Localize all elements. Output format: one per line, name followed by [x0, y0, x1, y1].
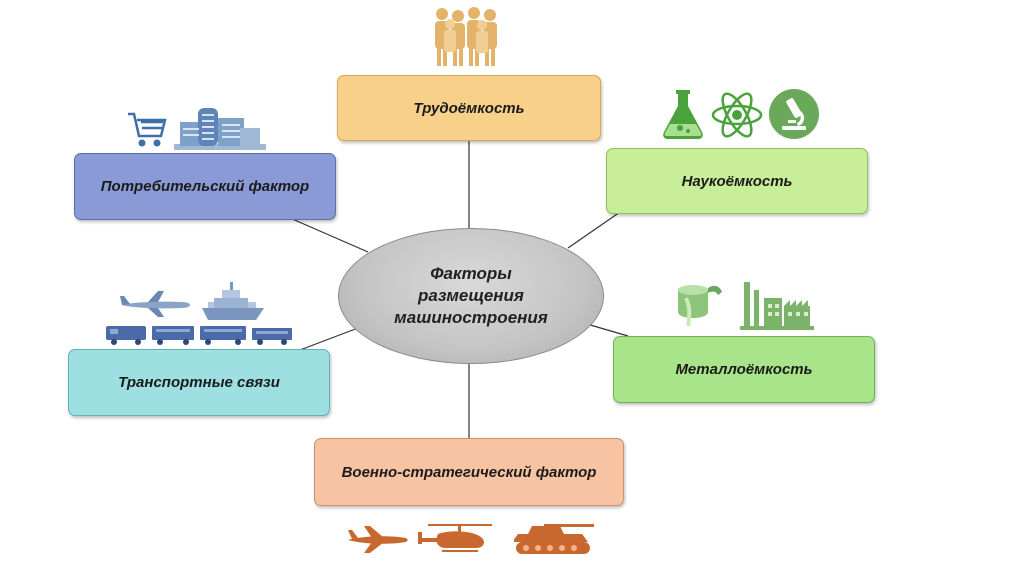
- factor-label-transport: Транспортные связи: [118, 374, 280, 391]
- central-node: Факторы размещения машиностроения: [338, 228, 604, 364]
- central-title-line2: размещения: [418, 286, 524, 305]
- factor-label-science: Наукоёмкость: [681, 172, 793, 190]
- flask-icon: [663, 90, 703, 139]
- factory-icon: [740, 282, 814, 330]
- building-icon: [174, 108, 266, 150]
- factor-label-metal: Металлоёмкость: [675, 361, 813, 378]
- factor-box-consumer: Потребительский фактор: [74, 153, 336, 220]
- factor-box-labor: Трудоёмкость: [337, 75, 601, 141]
- connector-science: [567, 211, 621, 249]
- central-title-line3: машиностроения: [394, 308, 548, 327]
- shopping-cart-icon: [128, 112, 167, 147]
- connector-consumer: [289, 217, 369, 253]
- factor-label-labor: Трудоёмкость: [413, 99, 525, 117]
- airplane-icon: [120, 291, 190, 317]
- fighter-jet-icon: [348, 526, 408, 553]
- factor-box-transport: Транспортные связи: [68, 349, 330, 416]
- ladle-icon: [678, 285, 722, 327]
- people-group-icon: [435, 7, 497, 66]
- factor-box-military: Военно-стратегический фактор: [314, 438, 624, 506]
- factor-box-science: Наукоёмкость: [606, 148, 868, 214]
- central-title-line1: Факторы: [430, 264, 512, 283]
- train-icon: [106, 326, 292, 345]
- helicopter-icon: [418, 524, 492, 552]
- connector-transport: [291, 327, 359, 354]
- ship-icon: [202, 282, 264, 320]
- factor-label-consumer: Потребительский фактор: [100, 178, 310, 195]
- tank-icon: [514, 524, 594, 554]
- atom-icon: [711, 92, 763, 138]
- factor-label-military: Военно-стратегический фактор: [341, 463, 597, 481]
- microscope-icon: [769, 89, 819, 139]
- factor-box-metal: Металлоёмкость: [613, 336, 875, 403]
